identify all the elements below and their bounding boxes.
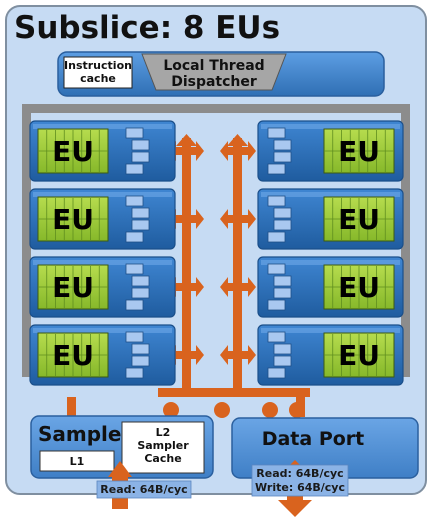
dispatcher-label-2: Dispatcher [171,74,257,90]
bus-arrow-inner [220,209,228,229]
eu-label: EU [338,271,380,304]
sampler-l2-box [121,421,205,474]
eu-block: EU [257,188,404,250]
instruction-cache-box [63,56,133,89]
bus-arrow-inner [196,141,204,161]
bus-arrow-right [248,345,256,365]
bus-arrow-inner [196,209,204,229]
eu-label: EU [52,203,94,236]
dispatch-rails [22,104,410,377]
data-port-title: Data Port [262,428,365,450]
sampler-l1-box [39,450,115,472]
sampler-l2-label-2: Sampler [137,439,189,452]
bus-arrow-right [248,277,256,297]
eu-label: EU [52,135,94,168]
data-port-bandwidth-bg [251,464,349,497]
bus-arrow-inner [196,277,204,297]
sampler-l2-label-3: Cache [144,452,181,465]
eu-block: EU [29,256,176,318]
sampler-l2-label-1: L2 [156,426,171,439]
data-port-bandwidth-write: Write: 64B/cyc [255,481,345,494]
bus-arrow-right [248,141,256,161]
eu-block: EU [257,120,404,182]
data-port-bandwidth-read: Read: 64B/cyc [256,467,343,480]
eu-label: EU [338,339,380,372]
dispatcher-trapezoid [141,53,287,91]
eu-block: EU [29,324,176,386]
bus-arrow-up [176,134,197,146]
sampler-bandwidth-label: Read: 64B/cyc [100,483,187,496]
bus-arrow-inner [220,141,228,161]
eu-label: EU [338,203,380,236]
instruction-cache-label-1: Instruction [64,59,132,72]
sampler-l1-label: L1 [70,455,85,468]
eu-label: EU [338,135,380,168]
sampler-title: Sampler [38,422,131,446]
dispatcher-label-1: Local Thread [163,58,264,74]
eu-column-right: EU EU EU EU [257,120,404,386]
bus-arrow-inner [220,345,228,365]
bus-arrow-inner [220,277,228,297]
bus-arrow-right [248,209,256,229]
subslice-title: Subslice: 8 EUs [14,10,280,46]
eu-column-left: EU EU EU EU [29,120,176,386]
instruction-cache-label-2: cache [80,72,116,85]
orange-bus [67,138,310,418]
eu-label: EU [52,339,94,372]
eu-label: EU [52,271,94,304]
eu-block: EU [29,120,176,182]
eu-block: EU [29,188,176,250]
bus-arrow-up [227,134,248,146]
bus-arrow-inner [196,345,204,365]
eu-block: EU [257,324,404,386]
sampler-bandwidth-bg [96,480,192,499]
eu-block: EU [257,256,404,318]
